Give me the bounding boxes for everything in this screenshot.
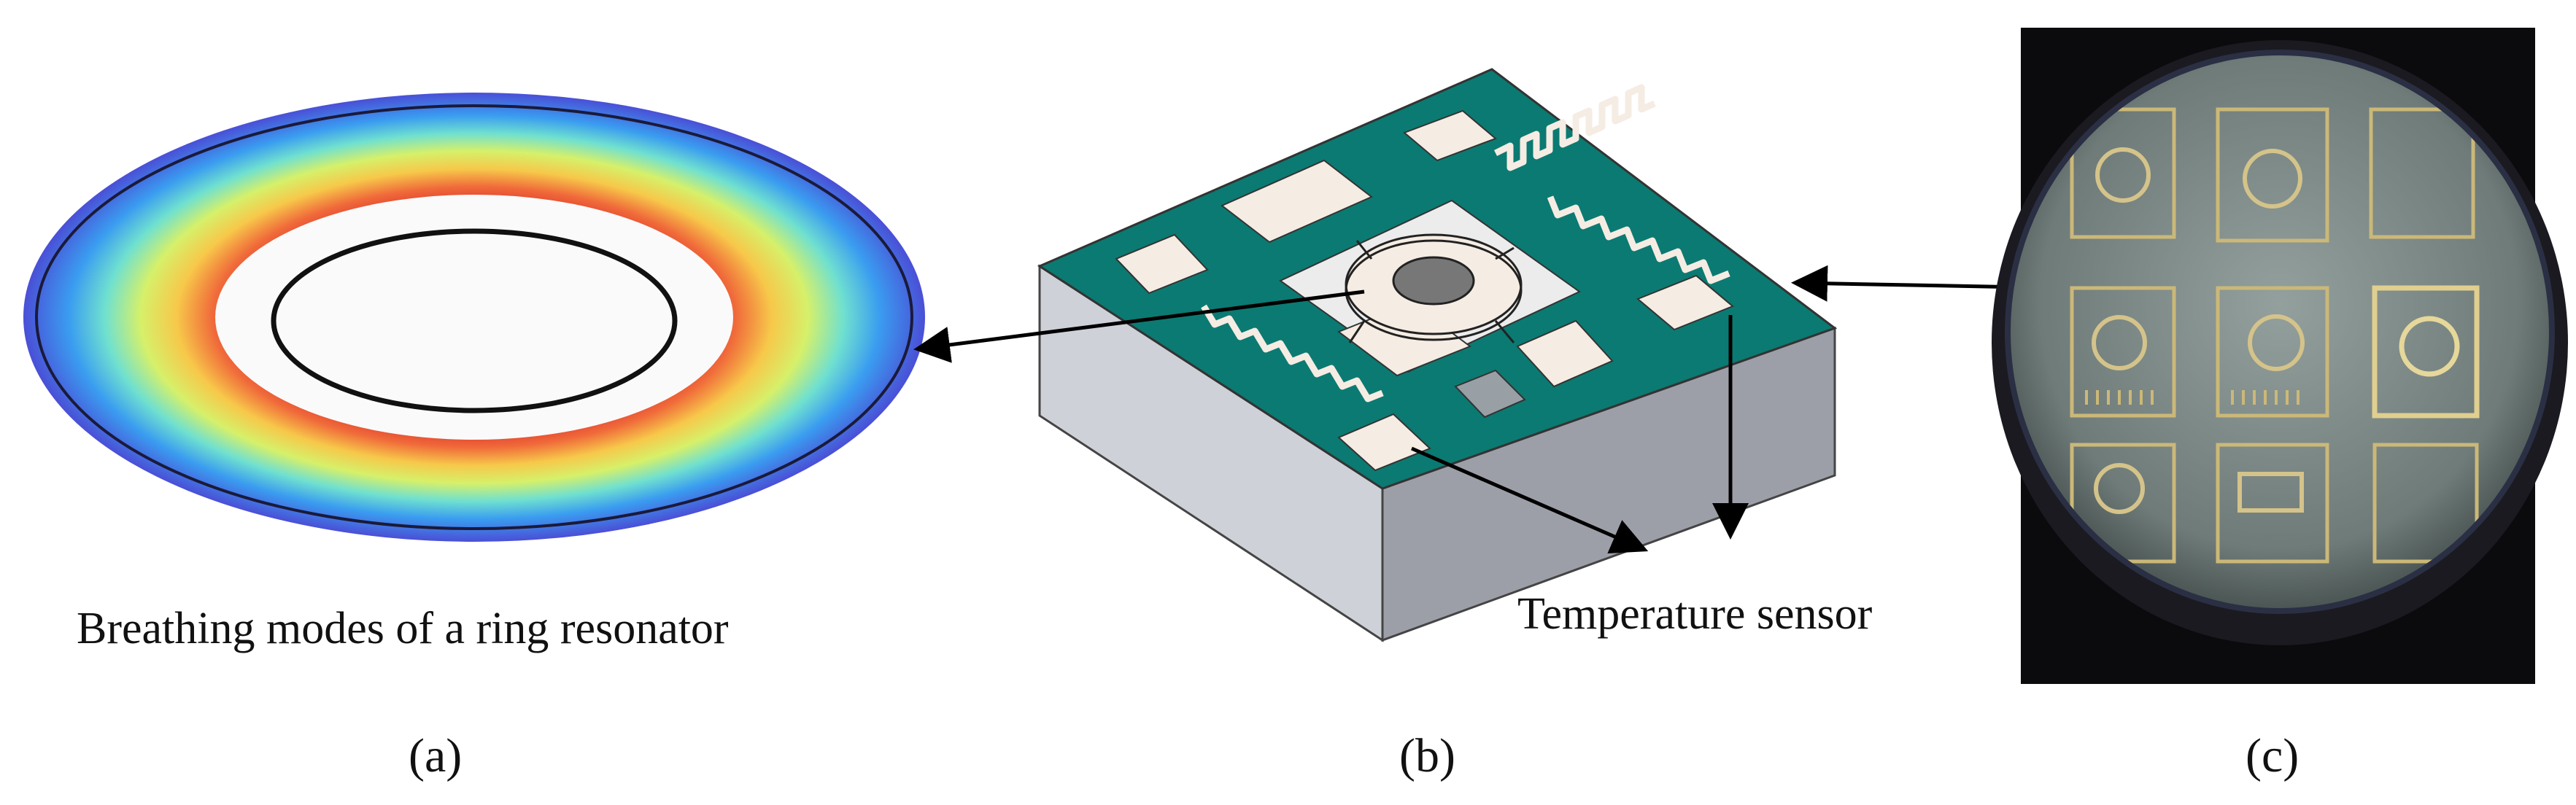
panel-a-ring-mode	[23, 93, 925, 542]
pad-3	[1115, 233, 1209, 295]
serpentine-heater-top	[1493, 84, 1656, 171]
ring-inner-hole	[215, 195, 733, 440]
lens-rim	[2005, 50, 2555, 614]
panel-b-label: (b)	[1399, 729, 1455, 782]
arrow-ring-to-mode	[913, 289, 1365, 363]
ring-tether-4	[1494, 320, 1515, 343]
serpentine-heater-left	[1201, 304, 1384, 402]
arrow-pad-to-sensor	[1411, 446, 1649, 553]
ring-inner-edge-line	[271, 228, 678, 413]
pad-1	[1403, 109, 1497, 162]
panel-c-microscope-photo	[1992, 28, 2568, 684]
panel-a-label: (a)	[409, 729, 462, 782]
ring-tether-1	[1355, 240, 1373, 260]
pad-4	[1636, 274, 1734, 331]
panel-c-label: (c)	[2246, 729, 2299, 782]
ring-outer-edge-line	[35, 104, 913, 530]
panel-b-device-schematic	[1037, 68, 1838, 642]
die-grid	[2070, 107, 2480, 564]
serpentine-heater-right	[1547, 195, 1730, 284]
pad-5	[1516, 319, 1614, 388]
panel-a-caption: Breathing modes of a ring resonator	[77, 604, 729, 653]
panel-b-callout: Temperature sensor	[1517, 589, 1873, 639]
ring-tether-3	[1348, 320, 1366, 343]
pad-6	[1337, 413, 1431, 472]
ring-resonator-edge	[1345, 239, 1523, 341]
pad-7	[1454, 369, 1526, 419]
ring-tether-2	[1495, 246, 1515, 260]
pad-2	[1221, 159, 1373, 244]
ring-resonator-hole	[1392, 256, 1475, 306]
